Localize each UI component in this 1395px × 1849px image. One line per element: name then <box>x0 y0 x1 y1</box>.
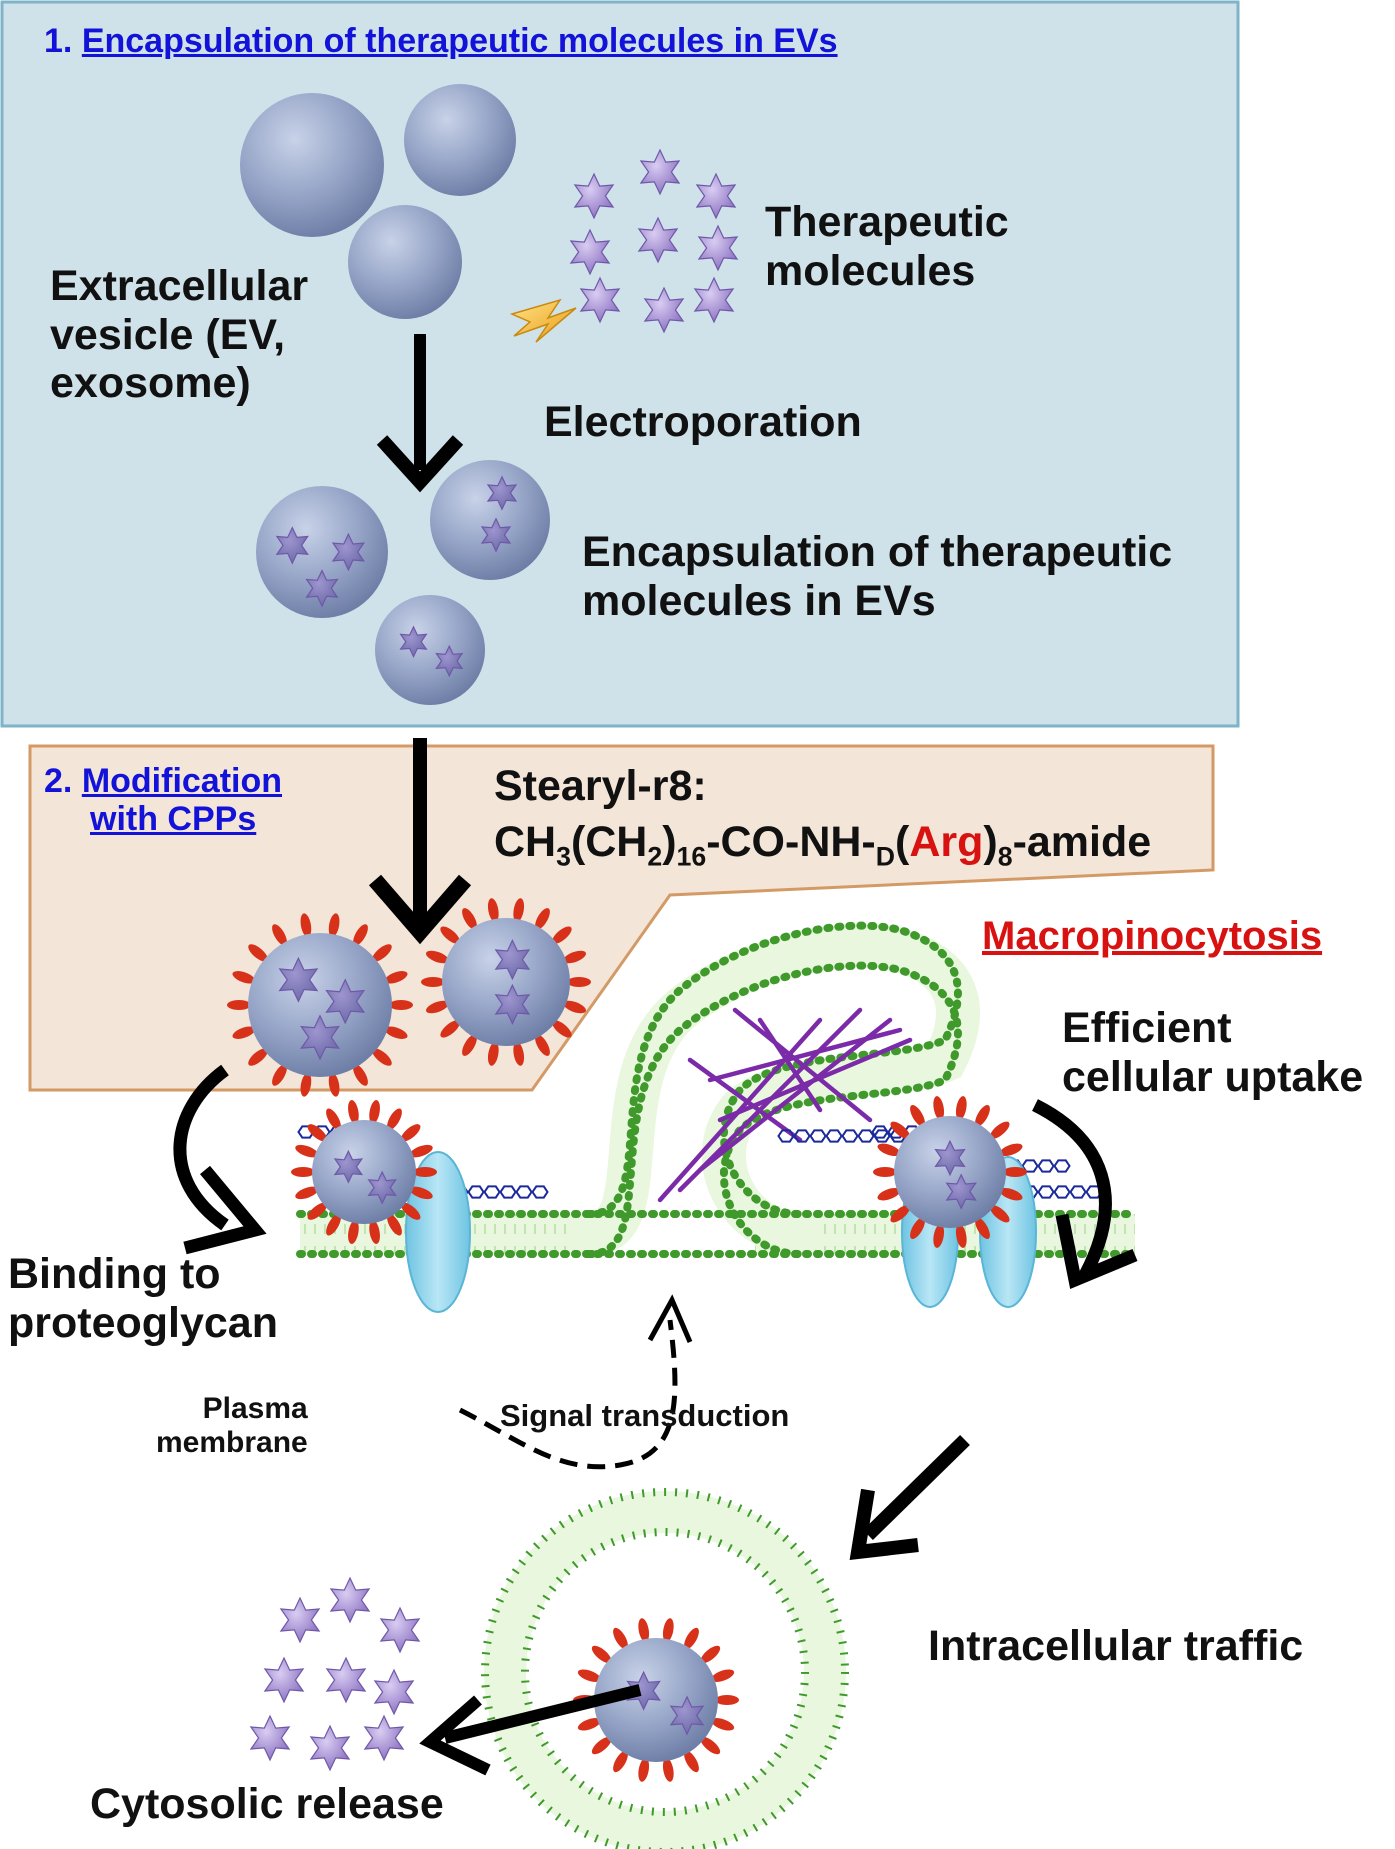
star-molecule-icon <box>309 1724 351 1772</box>
star-molecule-icon <box>249 1714 291 1762</box>
signal-transduction-label: Signal transduction <box>500 1398 790 1433</box>
efficient-uptake-label: Efficient cellular uptake <box>1062 1004 1364 1101</box>
star-molecule-icon <box>333 1149 364 1184</box>
star-molecule-icon <box>399 625 428 658</box>
stearyl-formula: CH3(CH2)16-CO-NH-D(Arg)8-amide <box>494 818 1152 872</box>
arrow-icon <box>419 1684 642 1776</box>
arrow-icon <box>368 738 472 945</box>
vesicle-icon <box>348 205 462 319</box>
arrow-icon <box>849 1434 970 1561</box>
star-molecule-icon <box>945 1173 977 1210</box>
arrow-icon <box>183 1165 267 1255</box>
star-molecule-icon <box>480 517 512 553</box>
glycan-chain <box>1021 1185 1103 1199</box>
star-molecule-icon <box>626 1670 661 1711</box>
stearyl-name: Stearyl-r8: <box>494 762 707 810</box>
cpp-vesicle-icon <box>291 1100 437 1244</box>
vesicle-icon <box>430 460 550 580</box>
star-molecule-icon <box>637 216 679 264</box>
star-molecule-icon <box>363 1714 405 1762</box>
bound-vesicles <box>291 1096 1027 1248</box>
vesicle-icon <box>375 595 485 705</box>
star-molecule-icon <box>643 286 685 334</box>
star-molecule-icon <box>331 532 366 572</box>
star-molecule-icon <box>573 172 615 220</box>
cpp-vesicle-icon <box>227 913 413 1097</box>
star-molecule-icon <box>325 978 366 1025</box>
released-molecules <box>249 1576 421 1772</box>
arrow-icon <box>1055 1213 1138 1290</box>
cpp-vesicle-icon <box>573 1618 739 1782</box>
cpp-vesicle-icon <box>873 1096 1027 1248</box>
signal-arrow <box>458 1319 678 1470</box>
star-molecule-icon <box>693 276 735 324</box>
star-molecule-icon <box>494 938 531 981</box>
star-molecule-icon <box>367 1170 397 1205</box>
star-molecule-icon <box>486 475 518 511</box>
macropinocytosis-label: Macropinocytosis <box>982 914 1323 958</box>
star-molecule-icon <box>934 1139 966 1177</box>
star-molecule-icon <box>569 228 611 276</box>
star-molecule-icon <box>329 1576 371 1624</box>
star-molecule-icon <box>435 644 464 678</box>
star-molecule-icon <box>325 1656 367 1704</box>
star-molecule-icon <box>695 172 737 220</box>
star-molecule-icon <box>639 148 681 196</box>
star-molecule-icon <box>579 276 621 324</box>
lightning-icon <box>509 298 577 343</box>
star-molecule-icon <box>275 526 309 565</box>
endosome-icon <box>481 1488 849 1849</box>
therapeutic-molecules-group <box>569 148 739 334</box>
panel-encapsulation <box>0 0 1240 728</box>
endosome-vesicle <box>573 1618 739 1782</box>
cpp-vesicles <box>227 898 591 1097</box>
star-molecule-icon <box>669 1695 705 1736</box>
star-molecule-icon <box>305 569 339 608</box>
vesicle-icon <box>240 93 384 237</box>
arrow-icon <box>376 334 464 493</box>
star-molecule-icon <box>373 1668 415 1716</box>
star-molecule-icon <box>300 1014 340 1061</box>
star-molecule-icon <box>379 1606 421 1654</box>
section2-title: 2. Modification with CPPs <box>44 762 283 839</box>
star-molecule-icon <box>263 1656 305 1704</box>
therapeutic-label: Therapeutic molecules <box>765 198 1009 295</box>
star-molecule-icon <box>697 224 739 272</box>
star-molecule-icon <box>279 1596 321 1644</box>
empty-vesicles <box>240 84 516 319</box>
plasma-membrane-label: Plasma membrane <box>156 1392 308 1459</box>
star-molecule-icon <box>494 983 531 1026</box>
arrow-icon <box>1032 1099 1112 1279</box>
arrow-icon <box>647 1294 693 1343</box>
vesicle-icon <box>404 84 516 196</box>
intracellular-traffic-label: Intracellular traffic <box>928 1622 1304 1670</box>
vesicle-icon <box>256 486 388 618</box>
cytosolic-release-label: Cytosolic release <box>90 1780 444 1828</box>
arrow-icon <box>173 1064 229 1231</box>
actin-icon <box>657 1007 913 1203</box>
section1-title: 1. Encapsulation of therapeutic molecule… <box>44 22 838 60</box>
loaded-vesicles <box>256 460 550 705</box>
binding-label: Binding to proteoglycan <box>8 1250 278 1347</box>
ev-label: Extracellular vesicle (EV, exosome) <box>50 262 309 408</box>
electroporation-label: Electroporation <box>544 398 862 446</box>
encapsulation-label: Encapsulation of therapeutic molecules i… <box>582 528 1173 625</box>
cpp-vesicle-icon <box>421 898 591 1066</box>
star-molecule-icon <box>278 956 319 1003</box>
